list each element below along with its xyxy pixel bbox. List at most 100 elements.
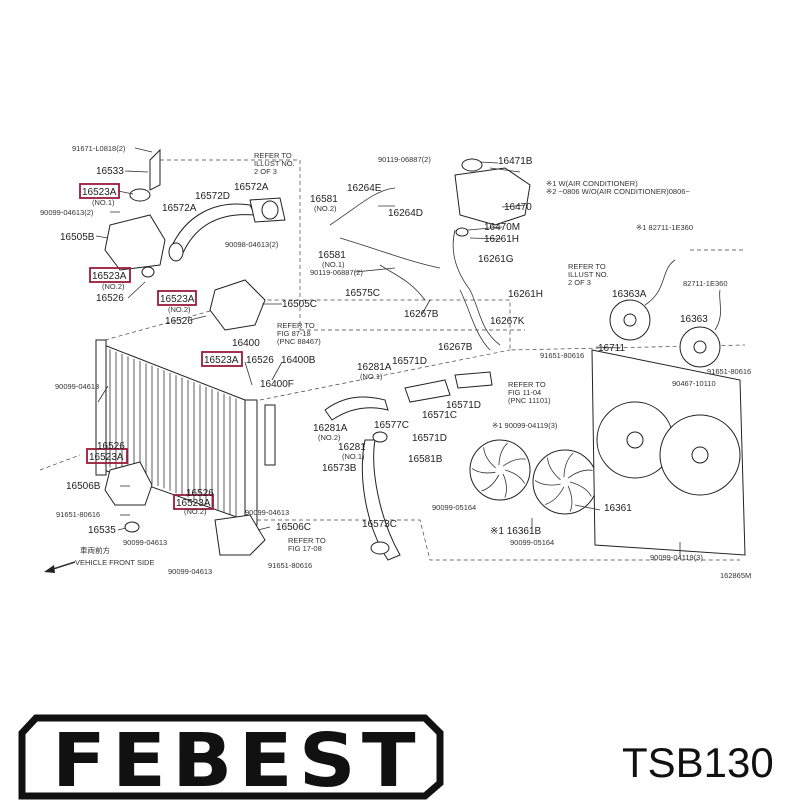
fans [469, 259, 746, 556]
label-refer-1: REFER TO [254, 151, 292, 160]
fan-blade [567, 469, 593, 479]
label-16505c: 16505C [282, 299, 317, 310]
label-16267b-2: 16267B [438, 342, 473, 353]
fan-blade [483, 447, 496, 469]
label-16526-d: 16526 [97, 441, 125, 452]
fan-blade [569, 481, 592, 497]
label-refer-5: REFER TO [508, 380, 546, 389]
fan-blade [504, 469, 525, 484]
label-16281a: 16281A [357, 362, 392, 373]
label-90099-04119: ※1 90099-04119(3) [492, 421, 558, 430]
label-91651-r: 91651-80616 [540, 351, 584, 360]
label-16363: 16363 [680, 314, 708, 325]
fan-blade [567, 485, 573, 512]
fan-blade [502, 473, 507, 498]
label-90119: 90119-06887(2) [310, 268, 363, 277]
label-16471b: 16471B [498, 156, 533, 167]
label-refer-4: REFER TO [568, 262, 606, 271]
label-90099-b: 90099-04613 [168, 567, 212, 576]
label-16400b: 16400B [281, 355, 316, 366]
fan-blade [502, 458, 526, 467]
label-16281a-note: (NO.1) [360, 372, 383, 381]
label-16470m: 16470M [484, 222, 520, 233]
label-16361b: ※1 16361B [490, 526, 542, 537]
label-16572a-b: 16572A [234, 182, 269, 193]
label-90467: 90467-10110 [672, 379, 716, 388]
reservoir [454, 158, 531, 237]
label-refer-2b: FIG 87-18 [277, 329, 311, 338]
fan-blade [545, 486, 565, 505]
dashed-outlines [39, 159, 746, 561]
label-16523a-6-note: (NO.2) [184, 507, 207, 516]
label-91671: 91671-L0818(2) [72, 144, 126, 153]
part-labels: 91671-L0818(2) 16533 16523A (NO.1) 90099… [40, 144, 751, 580]
label-16575c: 16575C [345, 288, 380, 299]
label-16523a-2-note: (NO.2) [102, 282, 125, 291]
fan-blade [471, 468, 496, 474]
leader-lines [95, 147, 681, 557]
logo-text: FEBEST [52, 718, 422, 800]
label-16571d-a: 16571D [392, 356, 427, 367]
label-90099-left: 90099-04613 [55, 382, 99, 391]
label-16281a-2-note: (NO.2) [318, 433, 341, 442]
label-16573c: 16573C [362, 519, 397, 530]
label-16505b: 16505B [60, 232, 95, 243]
label-16281a-2: 16281A [313, 423, 348, 434]
label-91651-b: 91651-80616 [268, 561, 312, 570]
label-16526-a: 16526 [96, 293, 124, 304]
label-16523a-1: 16523A [82, 187, 117, 198]
fan-blade [534, 480, 561, 486]
label-90099-05164-b: 90099-05164 [510, 538, 554, 547]
label-16267k: 16267K [490, 316, 525, 327]
label-16581-b-note: (NO.1) [322, 260, 345, 269]
label-16523a-6: 16523A [176, 498, 211, 509]
label-refer-3: REFER TO [288, 536, 326, 545]
label-82711-a: ※1 82711-1E360 [636, 223, 693, 232]
label-refer-2c: (PNC 88467) [277, 337, 321, 346]
label-16400f: 16400F [260, 379, 294, 390]
label-90099-04119-b: 90099-04119(3) [650, 553, 703, 562]
label-16571c: 16571C [422, 410, 457, 421]
label-16523a-3-note: (NO.2) [168, 305, 191, 314]
label-16400: 16400 [232, 338, 260, 349]
label-16535: 16535 [88, 525, 116, 536]
label-16526-c: 16526 [246, 355, 274, 366]
label-refer-4c: 2 OF 3 [568, 278, 591, 287]
hoses [168, 187, 501, 561]
label-vehicle-front: VEHICLE FRONT SIDE [75, 558, 154, 567]
label-16281: 16281 [338, 442, 366, 453]
label-90099-l2: 90099-04613 [123, 538, 167, 547]
highlight-boxes [79, 183, 243, 510]
label-16523a-1-note: (NO.1) [92, 198, 115, 207]
label-16523a-2: 16523A [92, 271, 127, 282]
label-16581-b: 16581 [318, 250, 346, 261]
label-90099-05164: 90099-05164 [432, 503, 476, 512]
fan-blade [547, 457, 561, 481]
label-16523a-5: 16523A [89, 452, 124, 463]
fan-blade [481, 474, 500, 492]
febest-logo: FEBEST [18, 714, 444, 800]
label-16571d-b: 16571D [446, 400, 481, 411]
label-16281-note: (NO.1) [342, 452, 365, 461]
label-vehicle-jp: 車両前方 [80, 545, 110, 555]
label-16523a-3: 16523A [160, 294, 195, 305]
label-16506b: 16506B [66, 481, 101, 492]
label-16470: 16470 [504, 202, 532, 213]
label-16267b: 16267B [404, 309, 439, 320]
label-wac2: ※2 ~0806 W/O(AIR CONDITIONER)0806~ [546, 187, 690, 196]
label-16572d: 16572D [195, 191, 230, 202]
label-16523a-4: 16523A [204, 355, 239, 366]
label-refer-1b: ILLUST NO. [254, 159, 295, 168]
label-refer-5b: FIG 11-04 [508, 388, 541, 397]
label-90119-top: 90119-06887(2) [378, 155, 431, 164]
drawing-number: 162865M [720, 571, 751, 580]
label-91651-r2: 91651-80616 [707, 367, 751, 376]
label-wac: ※1 W(AIR CONDITIONER) [546, 179, 638, 188]
label-refer-1c: 2 OF 3 [254, 167, 277, 176]
label-16526-b: 16526 [165, 316, 193, 327]
label-16581b: 16581B [408, 454, 443, 465]
vehicle-front-arrow-icon [44, 561, 76, 573]
label-16571d-c: 16571D [412, 433, 447, 444]
label-refer-3b: FIG 17-08 [288, 544, 322, 553]
